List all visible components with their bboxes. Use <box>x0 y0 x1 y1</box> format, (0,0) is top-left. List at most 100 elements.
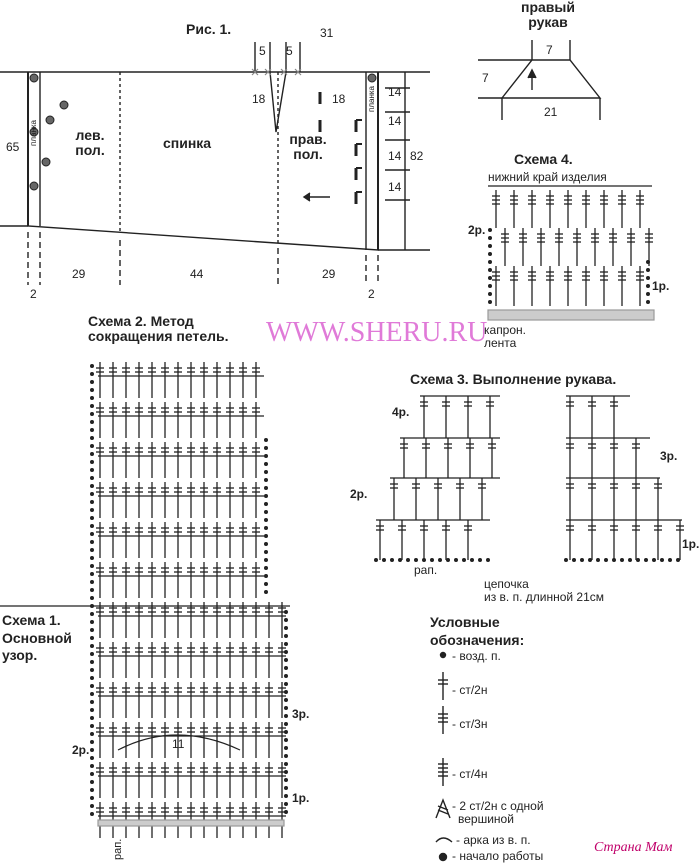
chain-dot <box>284 738 288 742</box>
chain-dot <box>90 804 94 808</box>
chain-dot <box>264 486 268 490</box>
chain-dot <box>264 542 268 546</box>
chain-dot <box>264 438 268 442</box>
chain-dot <box>264 590 268 594</box>
chain-dot <box>284 810 288 814</box>
left-front-label: лев.пол. <box>75 127 105 159</box>
chain-dot <box>374 558 378 562</box>
chain-dot <box>90 572 94 576</box>
legend-dc2: - ст/2н <box>452 683 488 697</box>
scheme3-title: Схема 3. Выполнение рукава. <box>410 371 617 387</box>
chain-dot <box>90 612 94 616</box>
scheme3-rapport: рап. <box>414 563 438 577</box>
arc-count: 11 <box>172 737 185 751</box>
chain-dot <box>470 558 474 562</box>
chain-dot <box>652 558 656 562</box>
chain-dot <box>646 300 650 304</box>
chain-dot <box>284 650 288 654</box>
scheme4-title: Схема 4. <box>514 151 573 167</box>
chain-dot <box>90 404 94 408</box>
chain-dot <box>264 454 268 458</box>
chain-dot <box>264 550 268 554</box>
dim-44: 44 <box>190 267 204 281</box>
scheme4-row1: 1р. <box>652 279 670 293</box>
chain-dot <box>488 252 492 256</box>
chain-dot <box>438 558 442 562</box>
scheme1-row3: 3р. <box>292 707 310 721</box>
chain-dot <box>284 658 288 662</box>
chain-dot <box>488 244 492 248</box>
chain-dot <box>90 532 94 536</box>
dim-82: 82 <box>410 149 424 163</box>
chain-dot <box>284 714 288 718</box>
chain-dot <box>90 700 94 704</box>
scheme3-row1: 1р. <box>682 537 700 551</box>
chain-dot <box>264 470 268 474</box>
scheme4-tape: капрон.лента <box>484 323 526 351</box>
chain-dot <box>646 260 650 264</box>
scheme3-row3: 3р. <box>660 449 678 463</box>
chain-dot <box>284 722 288 726</box>
chain-dot <box>264 574 268 578</box>
chain-dot <box>284 762 288 766</box>
chain-dot <box>90 764 94 768</box>
chain-dot <box>90 740 94 744</box>
chain-dot <box>284 730 288 734</box>
chain-dot <box>90 412 94 416</box>
chain-dot <box>488 260 492 264</box>
chain-dot <box>382 558 386 562</box>
scheme1-row1: 1р. <box>292 791 310 805</box>
chain-dot <box>90 620 94 624</box>
chain-dot <box>90 676 94 680</box>
chain-dot <box>488 284 492 288</box>
chain-dot <box>264 518 268 522</box>
strana-mam-logo: Страна Мам <box>594 840 673 855</box>
legend-dc4: - ст/4н <box>452 767 488 781</box>
chain-dot <box>90 644 94 648</box>
scheme3-row4: 4р. <box>392 405 410 419</box>
chain-dot <box>90 444 94 448</box>
chain-dot <box>90 748 94 752</box>
chain-dot <box>90 708 94 712</box>
placket-right: планка <box>367 86 376 112</box>
chain-dot <box>264 510 268 514</box>
sleeve-dim-bottom: 21 <box>544 105 558 119</box>
chain-dot <box>90 724 94 728</box>
chain-dot <box>90 540 94 544</box>
chain-dot <box>646 276 650 280</box>
chain-dot <box>488 228 492 232</box>
chain-dot <box>454 558 458 562</box>
chain-dot <box>488 276 492 280</box>
chain-dot <box>284 794 288 798</box>
scheme1-row2: 2р. <box>72 743 90 757</box>
chain-dot <box>90 636 94 640</box>
dim-5-left: 5 <box>259 44 266 58</box>
chain-dot <box>284 666 288 670</box>
chain-dot <box>572 558 576 562</box>
chain-dot <box>564 558 568 562</box>
chain-dot <box>90 772 94 776</box>
chain-dot <box>90 436 94 440</box>
legend-arc: - арка из в. п. <box>456 833 531 847</box>
chain-dot <box>646 292 650 296</box>
chain-dot <box>90 660 94 664</box>
dim-18-right: 18 <box>332 92 346 106</box>
chain-dot <box>90 492 94 496</box>
dim-14-a: 14 <box>388 85 402 99</box>
right-front-label: прав.пол. <box>289 131 327 163</box>
chain-dot <box>264 582 268 586</box>
chain-dot <box>596 558 600 562</box>
chain-dot <box>486 558 490 562</box>
chain-dot <box>90 564 94 568</box>
chain-dot <box>668 558 672 562</box>
chain-dot <box>264 462 268 466</box>
chain-dot <box>90 652 94 656</box>
chain-dot <box>604 558 608 562</box>
chain-dot <box>90 628 94 632</box>
chain-dot <box>612 558 616 562</box>
chain-dot <box>646 284 650 288</box>
